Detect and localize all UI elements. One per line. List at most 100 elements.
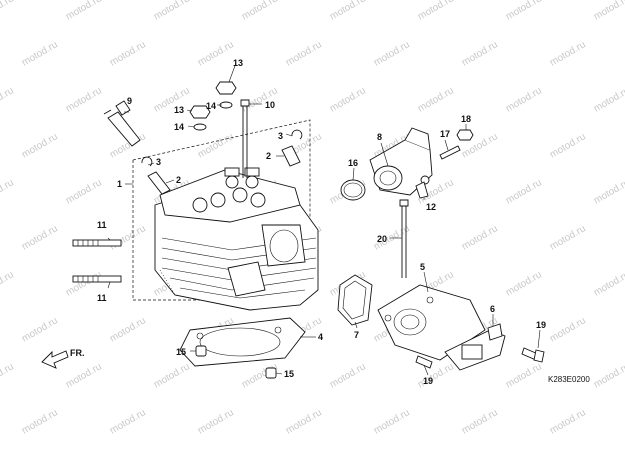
flange-gasket <box>337 274 373 326</box>
callout-14-low: 14 <box>174 122 184 132</box>
watermark-text: motod.ru <box>592 85 625 114</box>
watermark-text: motod.ru <box>548 315 588 344</box>
watermark-text: motod.ru <box>284 407 324 436</box>
watermark-text: motod.ru <box>328 85 368 114</box>
callout-19-left: 19 <box>423 376 433 386</box>
callout-20: 20 <box>377 234 387 244</box>
watermark-text: motod.ru <box>0 85 16 114</box>
watermark-text: motod.ru <box>196 407 236 436</box>
valve-adjusters <box>141 129 303 195</box>
watermark-text: motod.ru <box>504 361 544 390</box>
callout-3-left: 3 <box>156 157 161 167</box>
watermark-text: motod.ru <box>592 269 625 298</box>
watermark-text: motod.ru <box>460 39 500 68</box>
callout-1: 1 <box>117 179 122 189</box>
watermark-text: motod.ru <box>240 0 280 23</box>
watermark-text: motod.ru <box>0 0 16 23</box>
callout-3-right: 3 <box>278 131 283 141</box>
watermark-text: motod.ru <box>592 177 625 206</box>
bracket-bolts <box>415 347 545 369</box>
watermark-text: motod.ru <box>548 39 588 68</box>
clamp-plate <box>444 323 506 371</box>
flange-gasket-inner <box>342 280 367 320</box>
watermark-text: motod.ru <box>196 131 236 160</box>
callout-7: 7 <box>354 330 359 340</box>
bracket <box>377 284 486 361</box>
spark-plug <box>103 100 141 147</box>
callout-4: 4 <box>318 332 323 342</box>
watermark-text: motod.ru <box>548 131 588 160</box>
watermark-text: motod.ru <box>328 0 368 23</box>
watermark-text: motod.ru <box>504 177 544 206</box>
watermark-text: motod.ru <box>504 85 544 114</box>
watermark-text: motod.ru <box>20 315 60 344</box>
watermark-text: motod.ru <box>0 269 16 298</box>
callout-16: 16 <box>348 158 358 168</box>
watermark-text: motod.ru <box>196 39 236 68</box>
watermark-text: motod.ru <box>152 361 192 390</box>
callout-12: 12 <box>426 202 436 212</box>
watermark-text: motod.ru <box>0 177 16 206</box>
watermark-text: motod.ru <box>416 0 456 23</box>
callout-19-right: 19 <box>536 320 546 330</box>
watermark-text: motod.ru <box>504 0 544 23</box>
callout-6: 6 <box>490 304 495 314</box>
callout-18: 18 <box>461 114 471 124</box>
watermark-text: motod.ru <box>64 361 104 390</box>
callout-numbers: 9 13 13 14 14 10 3 3 2 2 1 11 11 4 15 15… <box>97 58 546 386</box>
callout-15-right: 15 <box>284 369 294 379</box>
watermark-text: motod.ru <box>108 223 148 252</box>
watermark-text: motod.ru <box>152 85 192 114</box>
studs <box>72 239 122 283</box>
callout-8: 8 <box>377 132 382 142</box>
watermark-text: motod.ru <box>64 177 104 206</box>
callout-13-top: 13 <box>233 58 243 68</box>
watermark-text: motod.ru <box>20 223 60 252</box>
callout-2-left: 2 <box>176 175 181 185</box>
callout-2-right: 2 <box>266 151 271 161</box>
watermark-text: motod.ru <box>108 39 148 68</box>
o-ring-inner <box>343 182 363 198</box>
intake-pipe <box>369 127 433 196</box>
watermark-text: motod.ru <box>592 361 625 390</box>
watermark-text: motod.ru <box>152 0 192 23</box>
watermark-text: motod.ru <box>416 361 456 390</box>
callout-10: 10 <box>265 100 275 110</box>
front-direction-arrow: FR. <box>41 348 85 369</box>
watermark-text: motod.ru <box>328 361 368 390</box>
watermark-text: motod.ru <box>372 407 412 436</box>
watermark-text: motod.ru <box>416 85 456 114</box>
callout-14-mid: 14 <box>206 101 216 111</box>
watermark-text: motod.ru <box>108 407 148 436</box>
long-bolt <box>399 181 429 278</box>
watermark-text: motod.ru <box>108 315 148 344</box>
callout-13-side: 13 <box>174 105 184 115</box>
callout-15-left: 15 <box>176 347 186 357</box>
front-label: FR. <box>70 348 85 358</box>
cylinder-head <box>132 119 319 311</box>
head-gasket <box>179 317 306 379</box>
watermark-text: motod.ru <box>548 223 588 252</box>
watermark-text: motod.ru <box>20 407 60 436</box>
callout-9: 9 <box>127 96 132 106</box>
watermark-text: motod.ru <box>504 269 544 298</box>
watermark-text: motod.ru <box>592 0 625 23</box>
watermark-text: motod.ru <box>20 131 60 160</box>
watermark-text: motod.ru <box>284 39 324 68</box>
watermark-text: motod.ru <box>20 39 60 68</box>
watermark-text: motod.ru <box>372 39 412 68</box>
watermark-text: motod.ru <box>460 223 500 252</box>
watermark-text: motod.ru <box>460 407 500 436</box>
callout-17: 17 <box>440 129 450 139</box>
drawing-code: K283E0200 <box>548 375 590 384</box>
watermark-text: motod.ru <box>548 407 588 436</box>
watermark-text: motod.ru <box>64 0 104 23</box>
watermark-text: motod.ru <box>64 85 104 114</box>
watermark-text: motod.ru <box>0 361 16 390</box>
callout-11-top: 11 <box>97 220 107 230</box>
callout-5: 5 <box>420 262 425 272</box>
callout-11-bottom: 11 <box>97 293 107 303</box>
top-fasteners <box>189 81 250 178</box>
